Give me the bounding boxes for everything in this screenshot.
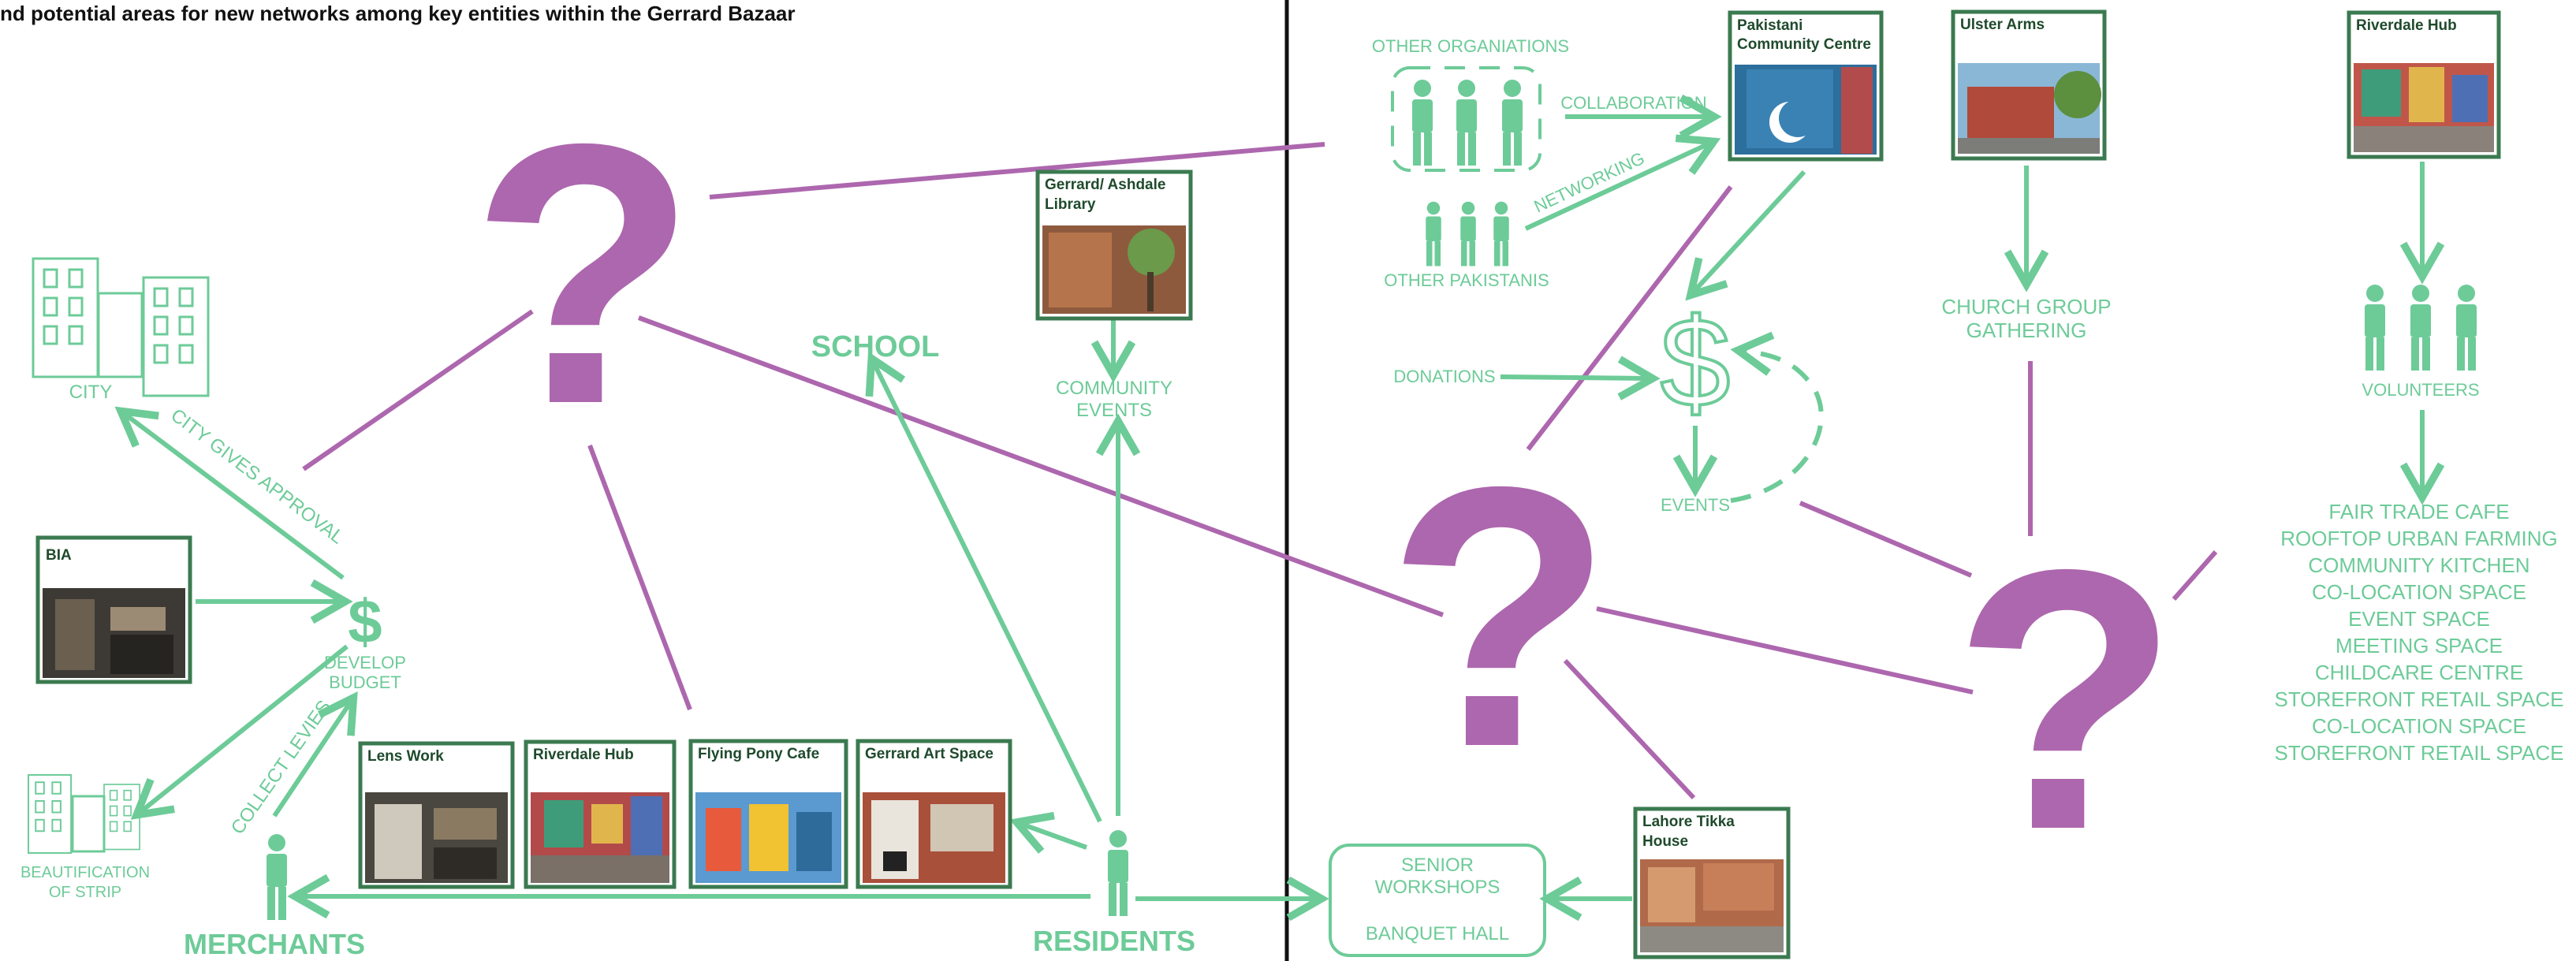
hub-service-item: COMMUNITY KITCHEN [2308,553,2529,577]
hub-service-item: CHILDCARE CENTRE [2315,661,2523,684]
library-title-2: Library [1045,196,1096,213]
collect-levies-label: COLLECT LEVIES [227,696,335,838]
volunteer-person-icon [2365,285,2385,371]
hub-service-item: STOREFRONT RETAIL SPACE [2275,687,2564,711]
org-person-icon [1502,80,1523,166]
volunteer-person-icon [2410,285,2431,371]
library-title-1: Gerrard/ Ashdale [1045,177,1165,193]
ulster-arms-card: Ulster Arms [1951,9,2107,161]
budget-label: BUDGET [329,672,401,692]
events-label: EVENTS [1661,495,1730,515]
hub-services-list: FAIR TRADE CAFE ROOFTOP URBAN FARMING CO… [2275,500,2564,765]
merchants-label: MERCHANTS [184,928,365,960]
lahore-title-1: Lahore Tikka [1642,814,1735,830]
donations-label: DONATIONS [1393,367,1495,386]
lahore-title-2: House [1642,833,1688,850]
pakistani-title-1: Pakistani [1737,17,1802,34]
library-card: Gerrard/ Ashdale Library [1035,169,1193,321]
of-strip-label: OF STRIP [49,884,121,901]
pakistani-person-icon [1426,201,1441,266]
senior-workshops-box: SENIOR WORKSHOPS BANQUET HALL [1329,844,1546,957]
bia-card: BIA [35,535,192,684]
question-mark-top-left: ? [470,67,696,481]
hub-service-item: FAIR TRADE CAFE [2328,500,2509,523]
pakistani-centre-card: Pakistani Community Centre [1728,10,1884,162]
senior-label: SENIOR [1401,855,1474,876]
banquet-hall-label: BANQUET HALL [1366,923,1509,944]
develop-label: DEVELOP [324,653,406,672]
workshops-label: WORKSHOPS [1375,877,1500,898]
lahore-tikka-card: Lahore Tikka House [1633,806,1791,959]
other-organizations-group [1391,66,1541,172]
beautification-icon [28,774,140,854]
existing-network-arrows [114,94,2445,922]
beautification-label: BEAUTIFICATION [21,864,150,881]
page-title: nd potential areas for new networks amon… [0,2,795,25]
community-events-label-2: EVENTS [1076,400,1152,421]
volunteers-label: VOLUNTEERS [2362,380,2479,400]
riverdale-hub-top-title: Riverdale Hub [2356,17,2457,34]
hub-service-item: CO-LOCATION SPACE [2312,580,2526,604]
other-pakistanis-label: OTHER PAKISTANIS [1384,270,1549,290]
gerrard-art-card: Gerrard Art Space [856,739,1012,889]
pakistani-title-2: Community Centre [1737,36,1871,53]
gerrard-art-title: Gerrard Art Space [865,746,993,762]
ulster-arms-title: Ulster Arms [1960,17,2045,33]
hub-service-item: STOREFRONT RETAIL SPACE [2275,741,2564,765]
church-group-label-2: GATHERING [1966,318,2087,342]
merchant-person-icon [267,834,287,920]
school-label: SCHOOL [811,330,940,363]
flying-pony-card: Flying Pony Cafe [688,739,848,889]
hub-service-item: EVENT SPACE [2348,607,2490,631]
other-organizations-label: OTHER ORGANIATIONS [1372,36,1569,56]
volunteer-person-icon [2456,285,2477,371]
city-label: CITY [69,382,113,403]
bia-card-title: BIA [46,547,72,564]
community-events-label-1: COMMUNITY [1056,378,1172,399]
city-approval-label: CITY GIVES APPROVAL [166,404,348,548]
question-mark-right: ? [1952,493,2179,907]
collaboration-label: COLLABORATION [1560,93,1706,113]
hub-service-item: ROOFTOP URBAN FARMING [2280,527,2558,550]
city-icon [32,257,210,397]
church-group-label-1: CHURCH GROUP [1941,295,2111,318]
hub-service-item: MEETING SPACE [2336,634,2503,657]
resident-person-icon [1108,830,1128,916]
question-mark-centre: ? [1386,410,1612,824]
org-person-icon [1412,80,1433,166]
lens-work-card: Lens Work [358,741,515,889]
potential-network-links [302,142,2218,800]
residents-label: RESIDENTS [1033,925,1195,957]
dollar-icon-left: $ [348,587,382,656]
org-person-icon [1456,80,1477,166]
riverdale-hub-top-card: Riverdale Hub [2347,10,2501,159]
lens-work-title: Lens Work [367,748,444,765]
dollar-icon-right: $ [1661,292,1731,433]
riverdale-hub-title: Riverdale Hub [533,747,634,763]
pakistani-person-icon [1493,201,1509,266]
riverdale-hub-card: Riverdale Hub [524,739,677,889]
pakistani-person-icon [1460,201,1476,266]
flying-pony-title: Flying Pony Cafe [698,746,819,762]
hub-service-item: CO-LOCATION SPACE [2312,714,2526,738]
